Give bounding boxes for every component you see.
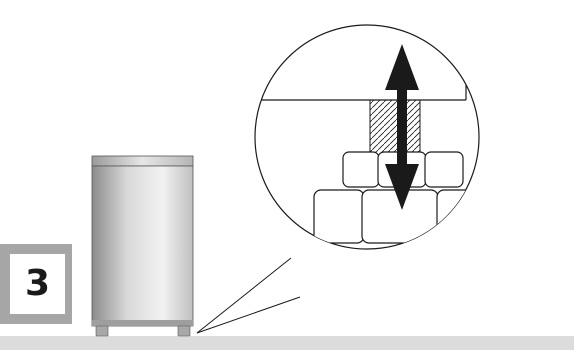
- up-down-arrow: [385, 44, 419, 210]
- fridge: [91, 155, 194, 337]
- floor: [0, 336, 574, 350]
- fridge-foot-left: [95, 325, 109, 337]
- foot-base-right: [436, 189, 479, 244]
- foot-base-left: [313, 189, 365, 244]
- threaded-screw: [369, 99, 421, 156]
- callout-line-upper: [196, 257, 292, 334]
- foot-nut-upper-right: [424, 151, 464, 188]
- adjustable-foot: [177, 325, 191, 337]
- step-badge-inner: 3: [10, 254, 65, 314]
- foot-nut-upper-left: [342, 151, 380, 188]
- step-badge: 3: [0, 244, 72, 324]
- fridge-plinth: [92, 320, 193, 326]
- fridge-top: [91, 155, 194, 167]
- callout-line-lower: [196, 296, 301, 334]
- step-number: 3: [24, 263, 51, 304]
- fridge-body: [91, 165, 194, 327]
